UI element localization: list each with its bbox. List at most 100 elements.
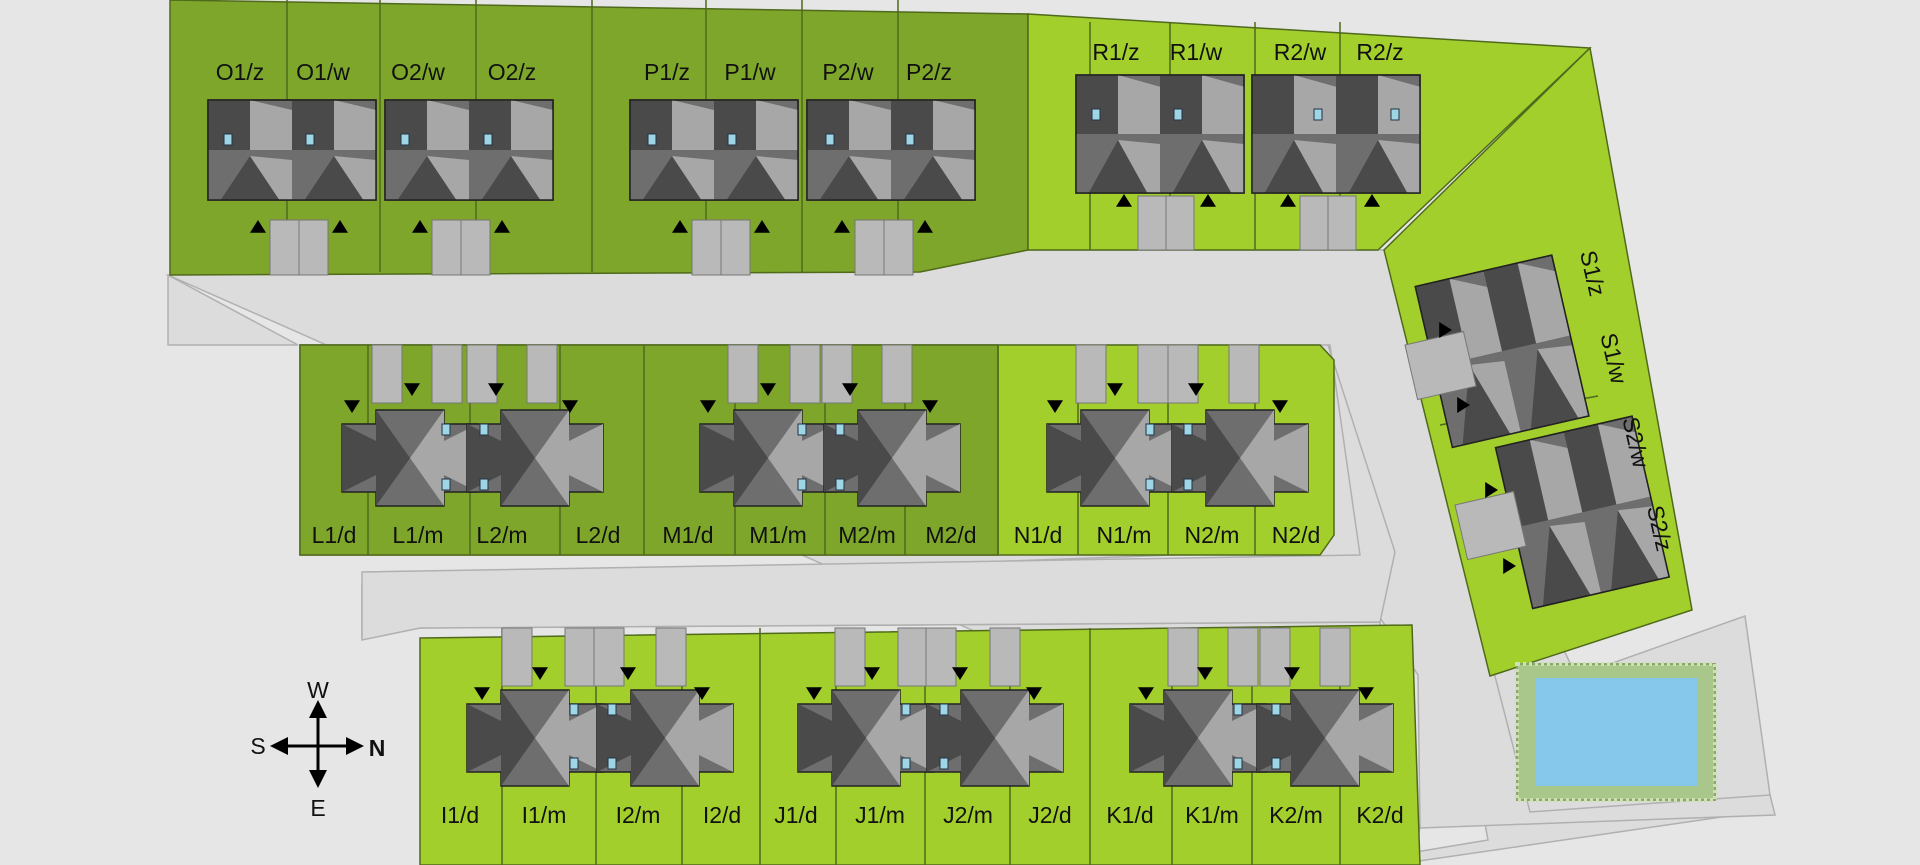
swimming-pool — [1515, 662, 1717, 802]
window — [1173, 108, 1183, 121]
house-roof-k1 — [1129, 689, 1267, 787]
house-roof-r1 — [1075, 74, 1245, 194]
entrance-arrow-icon — [404, 383, 420, 396]
plot-label: I2/m — [616, 802, 661, 828]
entrance-arrow-icon — [1280, 194, 1296, 207]
window — [441, 478, 451, 491]
plot-label: M2/d — [925, 522, 976, 548]
window — [441, 423, 451, 436]
compass-rose: W S N E — [250, 677, 385, 821]
plot-label: J2/m — [943, 802, 993, 828]
entrance-arrow-icon — [1138, 687, 1154, 700]
entrance-arrow-icon — [700, 400, 716, 413]
plot-label: O1/z — [216, 59, 265, 85]
window — [479, 423, 489, 436]
window — [825, 133, 835, 146]
window — [569, 703, 579, 716]
house-roof-l1 — [341, 409, 479, 507]
window — [607, 757, 617, 770]
plot-label: L2/d — [576, 522, 621, 548]
plot-label: O2/z — [488, 59, 537, 85]
window — [905, 133, 915, 146]
entrance-arrow-icon — [1107, 383, 1123, 396]
compass-east: E — [310, 795, 325, 821]
house-roof-p1 — [629, 99, 799, 201]
window — [1145, 423, 1155, 436]
window — [479, 478, 489, 491]
house-roof-o1 — [207, 99, 377, 201]
window — [901, 703, 911, 716]
house-roof-r2 — [1251, 74, 1421, 194]
entrance-arrow-icon — [1272, 400, 1288, 413]
house-roof-p2 — [806, 99, 976, 201]
plot-label: P1/w — [724, 59, 776, 85]
plot-label: O1/w — [296, 59, 350, 85]
entrance-arrow-icon — [250, 220, 266, 233]
window — [223, 133, 233, 146]
plot-group-o-p — [169, 0, 1029, 276]
house-roof-n1 — [1046, 409, 1184, 507]
house-roof-j2 — [926, 689, 1064, 787]
entrance-arrow-icon — [834, 220, 850, 233]
entrance-arrow-icon — [1439, 322, 1452, 338]
house-roof-i2 — [596, 689, 734, 787]
plot-label: I1/d — [441, 802, 479, 828]
plot-label: J1/d — [774, 802, 817, 828]
plot-label: N1/m — [1097, 522, 1152, 548]
plot-label: K2/m — [1269, 802, 1323, 828]
entrance-arrow-icon — [620, 667, 636, 680]
house-roof-o2 — [384, 99, 554, 201]
window — [1183, 478, 1193, 491]
entrance-arrow-icon — [864, 667, 880, 680]
plot-label: M1/m — [749, 522, 807, 548]
window — [797, 478, 807, 491]
entrance-arrow-icon — [694, 687, 710, 700]
compass-west: W — [307, 677, 329, 703]
entrance-arrow-icon — [1047, 400, 1063, 413]
plot-label: R2/w — [1274, 39, 1327, 65]
entrance-arrow-icon — [1188, 383, 1204, 396]
window — [1233, 703, 1243, 716]
house-roof-m1 — [699, 409, 837, 507]
compass-north: N — [369, 735, 386, 761]
entrance-arrow-icon — [562, 400, 578, 413]
plot-label: J2/d — [1028, 802, 1071, 828]
plot-label: M2/m — [838, 522, 896, 548]
entrance-arrow-icon — [922, 400, 938, 413]
window — [1271, 757, 1281, 770]
plot-group-s — [1383, 46, 1693, 677]
house-roof-s — [1414, 254, 1671, 610]
entrance-arrow-icon — [1485, 482, 1498, 498]
road-middle — [300, 344, 1396, 641]
plot-label: L1/m — [392, 522, 443, 548]
plot-label: K2/d — [1356, 802, 1403, 828]
house-roof-s2 — [1494, 415, 1671, 610]
plot-label: K1/d — [1106, 802, 1153, 828]
house-roof-l2 — [466, 409, 604, 507]
plot-label: P2/w — [822, 59, 874, 85]
entrance-arrow-icon — [488, 383, 504, 396]
entrance-arrow-icon — [1116, 194, 1132, 207]
plot-label: K1/m — [1185, 802, 1239, 828]
entrance-arrow-icon — [952, 667, 968, 680]
entrance-arrow-icon — [754, 220, 770, 233]
plot-label: M1/d — [662, 522, 713, 548]
entrance-arrow-icon — [1284, 667, 1300, 680]
window — [1313, 108, 1323, 121]
entrance-arrow-icon — [1197, 667, 1213, 680]
window — [727, 133, 737, 146]
entrance-arrow-icon — [1503, 558, 1516, 574]
entrance-arrow-icon — [344, 400, 360, 413]
entrance-arrow-icon — [412, 220, 428, 233]
window — [1271, 703, 1281, 716]
entrance-arrow-icon — [1358, 687, 1374, 700]
window — [797, 423, 807, 436]
plot-label: L1/d — [312, 522, 357, 548]
window — [647, 133, 657, 146]
window — [835, 478, 845, 491]
entrance-arrow-icon — [672, 220, 688, 233]
window — [1233, 757, 1243, 770]
plot-label: R1/w — [1170, 39, 1223, 65]
compass-arrow-left-icon — [270, 737, 288, 755]
